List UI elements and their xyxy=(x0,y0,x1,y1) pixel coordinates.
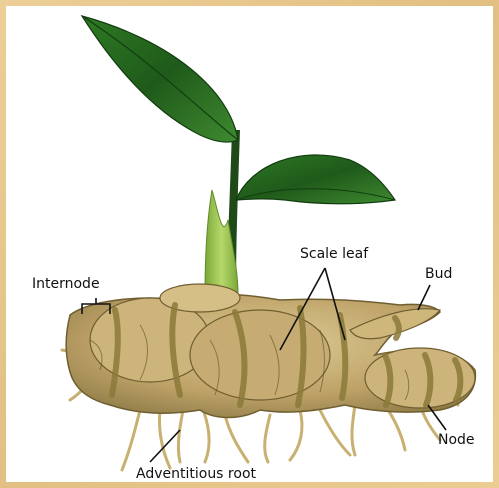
upper-leaf xyxy=(82,16,238,142)
label-adventitious-root: Adventitious root xyxy=(136,466,256,482)
rhizome xyxy=(66,284,475,418)
label-scale-leaf: Scale leaf xyxy=(300,246,368,262)
label-node: Node xyxy=(438,432,475,448)
label-bud: Bud xyxy=(425,266,452,282)
label-internode: Internode xyxy=(32,276,100,292)
right-leaf xyxy=(236,155,395,204)
